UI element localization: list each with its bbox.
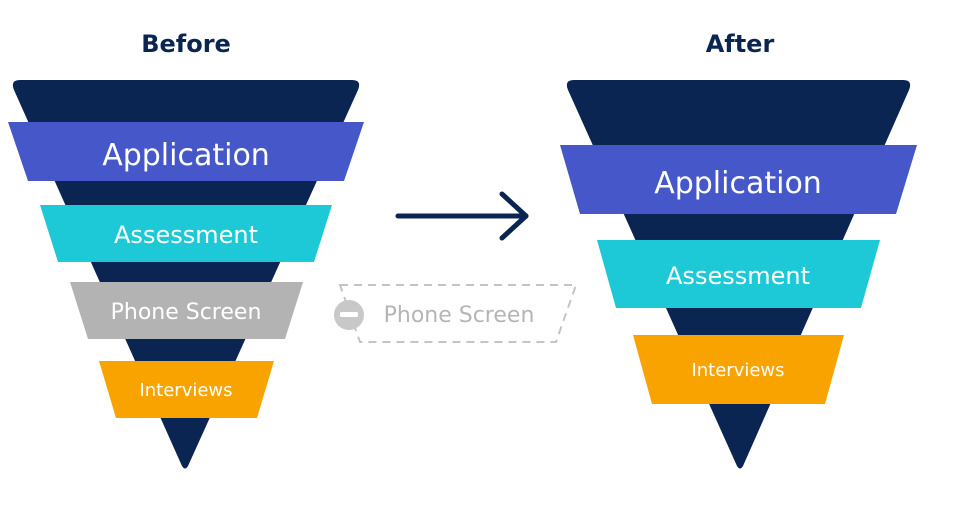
after-stage-interviews-band	[633, 335, 844, 404]
before-stage-phone-screen-band	[70, 282, 303, 339]
before-stage-interviews-label: Interviews	[139, 380, 232, 401]
after-heading: After	[706, 30, 775, 58]
before-stage-assessment-label: Assessment	[114, 221, 258, 249]
after-funnel: Application Assessment Interviews	[560, 80, 917, 469]
before-funnel: Application Assessment Phone Screen Inte…	[8, 80, 364, 469]
removed-phone-screen: Phone Screen	[334, 284, 578, 343]
right-arrow-icon	[395, 191, 529, 241]
removed-stage-label: Phone Screen	[384, 303, 535, 328]
arrow-head	[499, 191, 529, 241]
before-stage-application-label: Application	[102, 138, 270, 173]
after-stage-application-band	[560, 145, 917, 214]
before-stage-phone-screen-label: Phone Screen	[111, 300, 262, 325]
after-stage-interviews-label: Interviews	[691, 360, 784, 381]
before-heading: Before	[141, 30, 231, 58]
after-stage-application-label: Application	[654, 166, 822, 201]
before-stage-interviews-band	[99, 361, 274, 418]
after-stage-assessment-band	[597, 240, 880, 308]
before-stage-application-band	[8, 122, 364, 181]
after-stage-assessment-label: Assessment	[666, 262, 810, 290]
before-stage-assessment-band	[40, 205, 332, 262]
removed-stage-dashed-outline	[338, 284, 578, 343]
minus-circle-icon-bar	[340, 312, 358, 317]
minus-circle-icon	[334, 300, 364, 330]
